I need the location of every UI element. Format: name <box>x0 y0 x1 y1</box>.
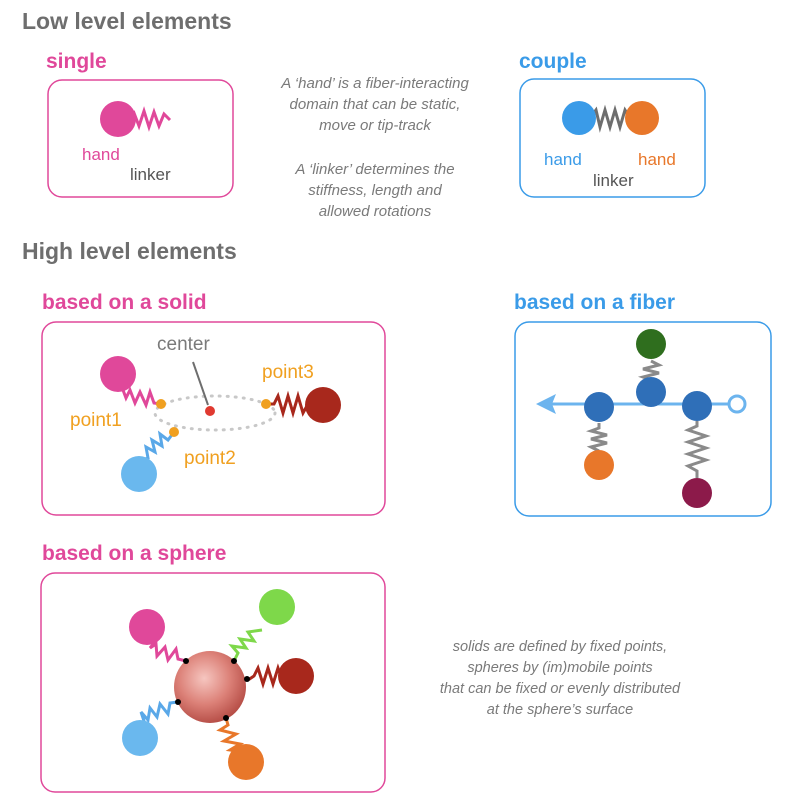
bottom-note: solids are defined by fixed points, sphe… <box>400 637 720 721</box>
sphere-point-2 <box>231 658 237 664</box>
fiber-maroon-ball <box>682 478 712 508</box>
center-pointer-line <box>192 361 209 406</box>
point3-marker <box>261 399 271 409</box>
point1-pink-ball <box>100 356 136 392</box>
couple-hand-right-label: hand <box>638 150 676 169</box>
couple-hand-left-ball <box>562 101 596 135</box>
single-title: single <box>46 50 107 73</box>
fiber-left-spring <box>585 423 608 453</box>
point3-linker-spring <box>266 390 310 419</box>
solid-title: based on a solid <box>42 291 207 314</box>
fiber-plus-end <box>727 394 747 414</box>
single-box <box>47 79 234 198</box>
sphere-blue-ball <box>122 720 158 756</box>
center-label: center <box>157 334 210 355</box>
bottom-note-line-3: that can be fixed or evenly distributed <box>439 681 681 697</box>
linker-note-line-1: A ‘linker’ determines the <box>295 161 455 178</box>
point2-linker-spring <box>141 430 176 462</box>
sphere-orange-ball <box>228 744 264 780</box>
single-hand-label: hand <box>82 145 120 164</box>
fiber-title: based on a fiber <box>514 291 676 314</box>
hand-note-line-3: move or tip-track <box>319 117 431 134</box>
hand-note-line-2: domain that can be static, <box>289 96 461 113</box>
sphere-title: based on a sphere <box>42 542 227 565</box>
point1-linker-spring <box>118 381 162 410</box>
point2-blue-ball <box>121 456 157 492</box>
sphere-green-spring <box>228 628 263 662</box>
sphere-pink-ball <box>129 609 165 645</box>
sphere-green-ball <box>259 589 295 625</box>
fiber-orange-ball <box>584 450 614 480</box>
point1-label: point1 <box>70 410 122 431</box>
linker-note-line-3: allowed rotations <box>318 203 432 220</box>
point2-marker <box>169 427 179 437</box>
couple-box <box>519 78 706 198</box>
couple-linker-spring <box>588 104 632 133</box>
fiber-hand-1 <box>584 392 614 422</box>
fiber-hand-3 <box>682 391 712 421</box>
point1-marker <box>156 399 166 409</box>
couple-hand-right-ball <box>625 101 659 135</box>
sphere-box <box>40 572 386 793</box>
sphere-point-4 <box>175 699 181 705</box>
couple-hand-left-label: hand <box>544 150 582 169</box>
hand-note-line-1: A ‘hand’ is a fiber-interacting <box>281 75 469 92</box>
linker-note-line-2: stiffness, length and <box>308 182 442 199</box>
low-level-heading: Low level elements <box>22 8 232 34</box>
sphere-pink-spring <box>148 635 187 664</box>
couple-title: couple <box>519 50 587 73</box>
sphere-point-1 <box>183 658 189 664</box>
single-linker-label: linker <box>130 165 171 184</box>
fiber-box <box>514 321 772 517</box>
sphere-point-3 <box>244 676 250 682</box>
bottom-note-line-1: solids are defined by fixed points, <box>452 639 668 655</box>
fiber-green-ball <box>636 329 666 359</box>
center-marker <box>205 406 215 416</box>
fiber-minus-end-arrow <box>536 394 556 414</box>
sphere-blue-spring <box>139 700 179 725</box>
point3-label: point3 <box>262 362 314 383</box>
sphere-orange-spring <box>216 717 245 754</box>
bottom-note-line-4: at the sphere’s surface <box>486 702 634 718</box>
point3-red-ball <box>305 387 341 423</box>
couple-linker-label: linker <box>593 171 634 190</box>
solid-box <box>41 321 386 516</box>
hand-note: A ‘hand’ is a fiber-interacting domain t… <box>240 73 510 136</box>
fiber-hand-2 <box>636 377 666 407</box>
fiber-right-spring <box>683 421 711 478</box>
point2-label: point2 <box>184 448 236 469</box>
sphere-body <box>174 651 246 723</box>
high-level-heading: High level elements <box>22 238 237 264</box>
single-hand-ball <box>100 101 136 137</box>
sphere-point-5 <box>223 715 229 721</box>
bottom-note-line-2: spheres by (im)mobile points <box>467 660 653 676</box>
linker-note: A ‘linker’ determines the stiffness, len… <box>240 159 510 222</box>
solid-dotted-outline <box>153 394 277 432</box>
sphere-red-ball <box>278 658 314 694</box>
